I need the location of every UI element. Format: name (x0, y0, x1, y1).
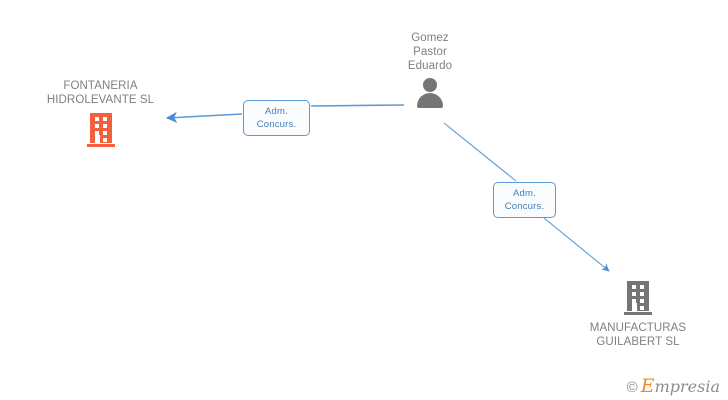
building-window (102, 124, 107, 128)
watermark: © Empresia (626, 375, 720, 397)
person-icon (413, 78, 447, 108)
building-base (86, 144, 115, 147)
building-window (632, 299, 636, 303)
edge-label-adm-concurs-fontaneria[interactable]: Adm. Concurs. (243, 100, 310, 136)
building-door (632, 303, 637, 311)
node-manufacturas[interactable]: MANUFACTURAS GUILABERT SL (553, 281, 723, 349)
brand-logo: Empresia (640, 375, 720, 397)
person-head (423, 78, 437, 92)
building-tower (89, 113, 112, 143)
building-window (94, 117, 99, 121)
node-fontaneria-label: FONTANERIA HIDROLEVANTE SL (46, 80, 155, 106)
node-manufacturas-label: MANUFACTURAS GUILABERT SL (589, 322, 687, 348)
copyright-icon: © (626, 379, 638, 396)
building-window (94, 131, 99, 135)
building-window (102, 138, 107, 142)
building-window (640, 285, 644, 289)
building-icon (624, 281, 652, 315)
building-window (102, 131, 107, 135)
edge-label2-to-manufacturas (543, 217, 610, 272)
building-window (94, 124, 99, 128)
building-window (632, 285, 636, 289)
brand-initial: E (640, 375, 655, 397)
building-window (640, 292, 644, 296)
brand-rest: mpresia (654, 377, 720, 396)
person-body (417, 93, 443, 108)
building-window (632, 292, 636, 296)
node-fontaneria[interactable]: FONTANERIA HIDROLEVANTE SL (13, 79, 188, 147)
building-icon (86, 113, 115, 147)
node-person[interactable]: Gomez Pastor Eduardo (360, 31, 500, 108)
building-window (102, 117, 107, 121)
building-tower (627, 281, 649, 311)
edge-label-adm-concurs-manufacturas[interactable]: Adm. Concurs. (493, 182, 556, 218)
building-window (640, 306, 644, 310)
building-window (640, 299, 644, 303)
building-door (94, 135, 100, 143)
edge-person-to-label2 (443, 122, 517, 182)
building-base (624, 312, 652, 315)
node-person-label: Gomez Pastor Eduardo (407, 32, 453, 72)
